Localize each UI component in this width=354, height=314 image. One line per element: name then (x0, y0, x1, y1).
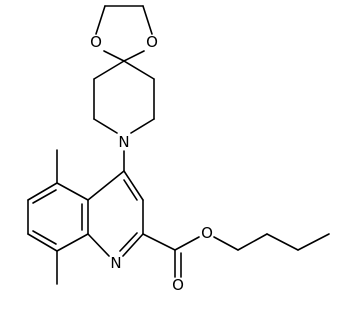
atom-o-ketal-right: O (146, 33, 158, 51)
bond (237, 233, 268, 251)
atom-n-piperidine: N (118, 133, 129, 151)
bond (27, 182, 58, 201)
bond (32, 230, 57, 245)
quinoline-pyridine-ring (87, 170, 144, 257)
bond (123, 179, 138, 201)
bond (95, 5, 106, 35)
bond (123, 170, 144, 201)
bond (122, 233, 144, 257)
bond (123, 60, 155, 80)
piperidine-ring (93, 60, 155, 172)
atom-o-ester-link: O (201, 224, 213, 242)
bond (103, 50, 125, 62)
bond (142, 233, 176, 251)
bond (87, 233, 110, 257)
bond (56, 233, 89, 252)
butyl-ester (142, 233, 330, 278)
bond (123, 50, 145, 62)
bond (93, 118, 118, 134)
bond (213, 236, 239, 251)
atom-o-ketal-left: O (90, 33, 102, 51)
bond (142, 5, 153, 35)
bond (93, 60, 125, 80)
quinoline-benzo-ring (27, 182, 89, 252)
bond (130, 118, 155, 134)
bond (32, 189, 57, 204)
bond (266, 233, 299, 251)
atom-labels: O O N N O O (90, 33, 213, 294)
bond (27, 233, 58, 252)
bond (174, 236, 200, 251)
bond (87, 170, 125, 201)
dioxolane-ring (95, 5, 153, 62)
atom-o-ester-carbonyl: O (172, 276, 184, 294)
bond (297, 233, 330, 251)
bond (119, 232, 138, 252)
bond (56, 182, 89, 201)
atom-n-quinoline: N (110, 254, 121, 272)
